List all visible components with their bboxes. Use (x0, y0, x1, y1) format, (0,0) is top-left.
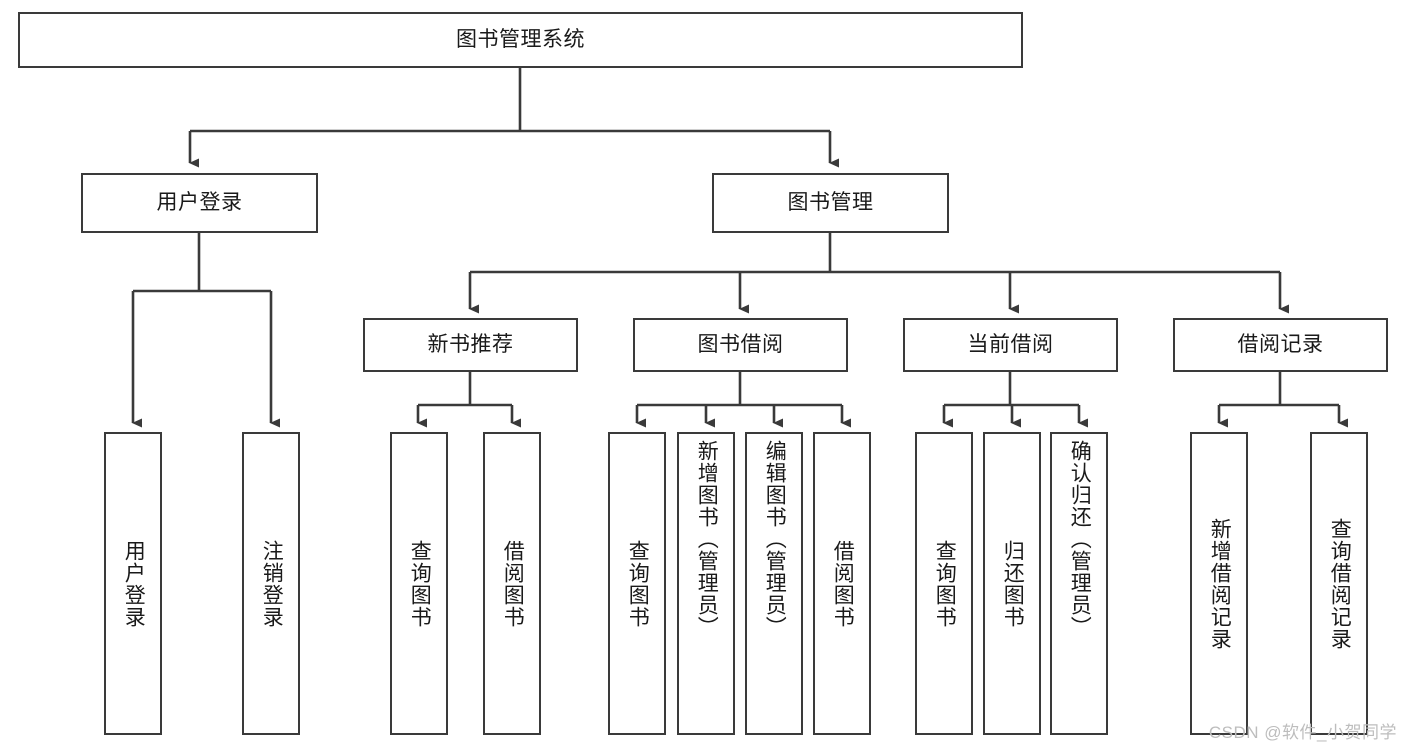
leaf-book-borrow-lend-label: 借阅图书 (831, 539, 855, 628)
leaf-book-borrow-query[interactable]: 查询图书 (608, 432, 666, 735)
leaf-user-login-signout[interactable]: 注销登录 (242, 432, 300, 735)
node-current-borrow-label: 当前借阅 (967, 332, 1054, 356)
leaf-user-login-signout-label: 注销登录 (260, 539, 284, 628)
leaf-current-borrow-return-label: 归还图书 (1001, 539, 1025, 628)
leaf-new-book-query[interactable]: 查询图书 (390, 432, 448, 735)
node-root-label: 图书管理系统 (456, 27, 585, 51)
leaf-book-borrow-add[interactable]: 新增图书（管理员） (677, 432, 735, 735)
node-new-book-recommend-label: 新书推荐 (427, 332, 514, 356)
leaf-user-login-signin[interactable]: 用户登录 (104, 432, 162, 735)
node-book-management-label: 图书管理 (787, 190, 874, 214)
node-root[interactable]: 图书管理系统 (18, 12, 1023, 68)
node-new-book-recommend[interactable]: 新书推荐 (363, 318, 578, 372)
node-borrow-record[interactable]: 借阅记录 (1173, 318, 1388, 372)
leaf-book-borrow-edit-label: 编辑图书（管理员） (763, 440, 787, 638)
leaf-book-borrow-edit[interactable]: 编辑图书（管理员） (745, 432, 803, 735)
watermark: CSDN @软件_小贺同学 (1208, 723, 1397, 742)
leaf-new-book-query-label: 查询图书 (408, 539, 432, 628)
leaf-new-book-borrow-label: 借阅图书 (501, 539, 525, 628)
leaf-current-borrow-query[interactable]: 查询图书 (915, 432, 973, 735)
leaf-new-book-borrow[interactable]: 借阅图书 (483, 432, 541, 735)
leaf-borrow-record-add-label: 新增借阅记录 (1208, 517, 1232, 650)
node-book-borrow-label: 图书借阅 (697, 332, 784, 356)
leaf-current-borrow-query-label: 查询图书 (933, 539, 957, 628)
leaf-borrow-record-query-label: 查询借阅记录 (1328, 517, 1352, 650)
leaf-borrow-record-add[interactable]: 新增借阅记录 (1190, 432, 1248, 735)
leaf-book-borrow-query-label: 查询图书 (626, 539, 650, 628)
leaf-current-borrow-confirm-label: 确认归还（管理员） (1068, 440, 1092, 638)
leaf-current-borrow-return[interactable]: 归还图书 (983, 432, 1041, 735)
node-current-borrow[interactable]: 当前借阅 (903, 318, 1118, 372)
node-borrow-record-label: 借阅记录 (1237, 332, 1324, 356)
leaf-book-borrow-add-label: 新增图书（管理员） (695, 440, 719, 638)
node-user-login-label: 用户登录 (156, 190, 243, 214)
leaf-book-borrow-lend[interactable]: 借阅图书 (813, 432, 871, 735)
leaf-user-login-signin-label: 用户登录 (122, 539, 146, 628)
node-book-management[interactable]: 图书管理 (712, 173, 949, 233)
node-book-borrow[interactable]: 图书借阅 (633, 318, 848, 372)
leaf-borrow-record-query[interactable]: 查询借阅记录 (1310, 432, 1368, 735)
leaf-current-borrow-confirm[interactable]: 确认归还（管理员） (1050, 432, 1108, 735)
node-user-login[interactable]: 用户登录 (81, 173, 318, 233)
